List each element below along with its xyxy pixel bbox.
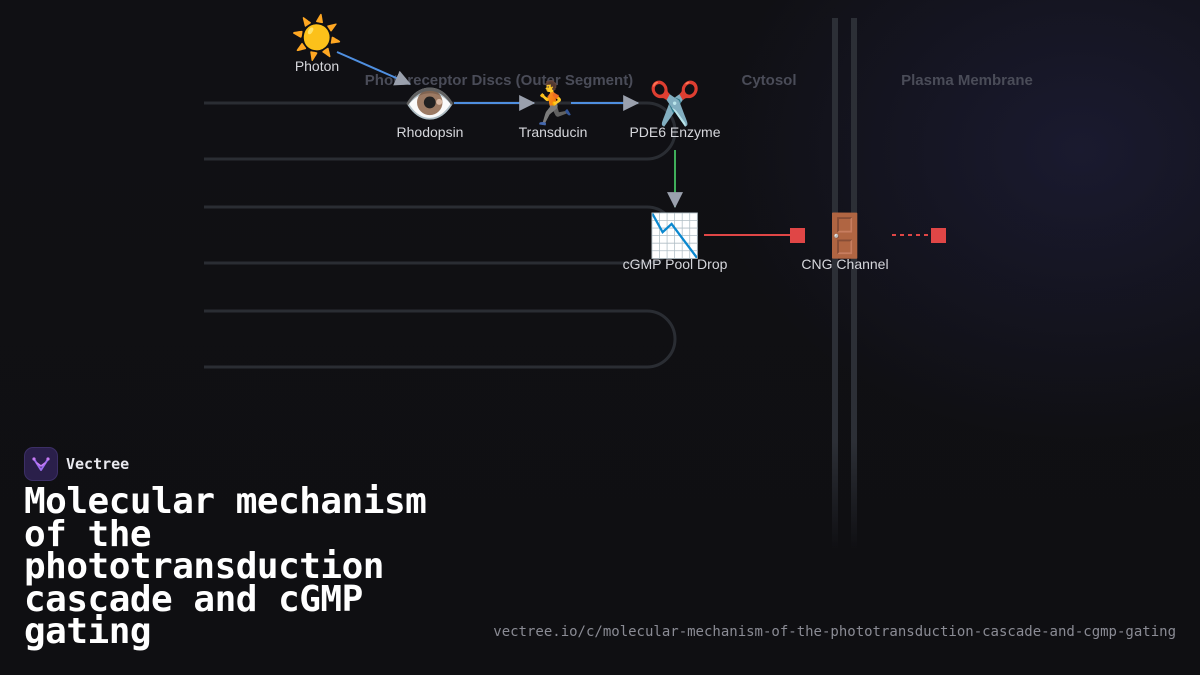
brand[interactable]: Vectree bbox=[24, 447, 129, 481]
scissors-icon: ✂️ bbox=[649, 78, 701, 128]
disc-3 bbox=[204, 309, 677, 369]
membrane-inner-leaflet bbox=[851, 18, 857, 548]
eye-icon: 👁️ bbox=[404, 79, 456, 128]
node-label-cng: CNG Channel bbox=[801, 256, 888, 272]
disc-1 bbox=[204, 101, 677, 161]
node-rhodopsin: 👁️ Rhodopsin bbox=[397, 79, 464, 140]
arrow-photon-to-rhodopsin bbox=[336, 51, 412, 86]
region-label-discs: Photoreceptor Discs (Outer Segment) bbox=[365, 72, 633, 89]
node-label-transducin: Transducin bbox=[519, 124, 588, 140]
runner-icon: 🏃 bbox=[527, 79, 579, 128]
node-cng: 🚪 CNG Channel bbox=[801, 211, 888, 272]
chart-decreasing-icon: 📉 bbox=[649, 211, 701, 260]
sun-icon: ☀️ bbox=[291, 12, 343, 63]
source-url[interactable]: vectree.io/c/molecular-mechanism-of-the-… bbox=[493, 624, 1176, 640]
node-photon: ☀️ Photon bbox=[291, 12, 343, 74]
vectree-logo-icon bbox=[24, 447, 58, 481]
node-label-rhodopsin: Rhodopsin bbox=[397, 124, 464, 140]
plasma-membrane-bilayer bbox=[832, 18, 857, 548]
page-title: Molecular mechanism of the phototransduc… bbox=[24, 481, 427, 652]
membrane-outer-leaflet bbox=[832, 18, 838, 548]
photoreceptor-discs bbox=[204, 101, 677, 369]
edge-cng-closure-terminal bbox=[931, 228, 946, 243]
edge-cgmp-to-cng-terminal bbox=[790, 228, 805, 243]
brand-name: Vectree bbox=[66, 455, 130, 473]
node-cgmp: 📉 cGMP Pool Drop bbox=[623, 211, 728, 272]
node-label-pde6: PDE6 Enzyme bbox=[629, 124, 720, 140]
node-transducin: 🏃 Transducin bbox=[519, 79, 588, 140]
door-icon: 🚪 bbox=[819, 211, 871, 260]
node-label-photon: Photon bbox=[295, 58, 339, 74]
region-label-membrane: Plasma Membrane bbox=[901, 72, 1033, 89]
disc-2 bbox=[204, 205, 677, 265]
node-label-cgmp: cGMP Pool Drop bbox=[623, 256, 728, 272]
region-label-cytosol: Cytosol bbox=[741, 72, 796, 89]
node-pde6: ✂️ PDE6 Enzyme bbox=[629, 78, 720, 140]
